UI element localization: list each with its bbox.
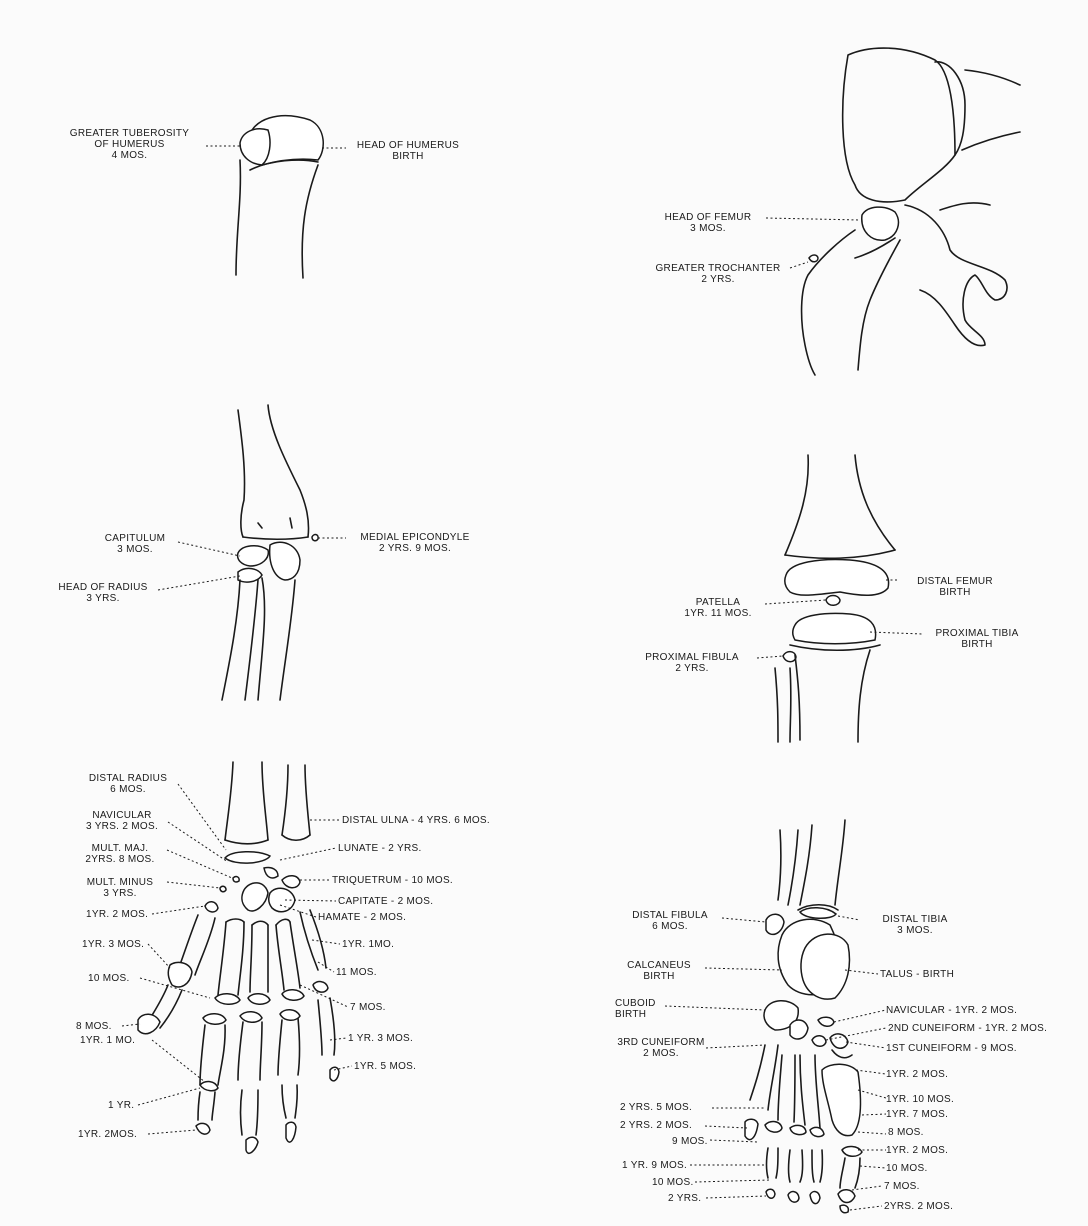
mult-minus-label: MULT. MINUS 3 YRS. bbox=[72, 877, 168, 899]
cuneiform1-label: 1ST CUNEIFORM - 9 MOS. bbox=[886, 1043, 1017, 1054]
hand-8mos-label: 8 MOS. bbox=[76, 1021, 112, 1032]
navicular-hand-label: NAVICULAR 3 YRS. 2 MOS. bbox=[72, 810, 172, 832]
foot-r-1yr2mos-b-label: 1YR. 2 MOS. bbox=[886, 1145, 948, 1156]
hand-1yr-label: 1 YR. bbox=[108, 1100, 134, 1111]
cuneiform3-label: 3RD CUNEIFORM 2 MOS. bbox=[614, 1037, 708, 1059]
foot-r-1yr10mos-label: 1YR. 10 MOS. bbox=[886, 1094, 954, 1105]
proximal-tibia-label: PROXIMAL TIBIA BIRTH bbox=[922, 628, 1032, 650]
navicular-foot-label: NAVICULAR - 1YR. 2 MOS. bbox=[886, 1005, 1017, 1016]
foot-1yr9mos-label: 1 YR. 9 MOS. bbox=[622, 1160, 687, 1171]
knee-drawing bbox=[775, 455, 895, 742]
foot-r-7mos-label: 7 MOS. bbox=[884, 1181, 920, 1192]
hand-r-1yr1mo-label: 1YR. 1MO. bbox=[342, 939, 394, 950]
foot-r-1yr7mos-label: 1YR. 7 MOS. bbox=[886, 1109, 948, 1120]
cuneiform2-label: 2ND CUNEIFORM - 1YR. 2 MOS. bbox=[888, 1023, 1047, 1034]
foot-r-2yrs2mos-label: 2YRS. 2 MOS. bbox=[884, 1201, 953, 1212]
hand-1yr2mos-b-label: 1YR. 2MOS. bbox=[78, 1129, 137, 1140]
hand-r-1yr3mos-label: 1 YR. 3 MOS. bbox=[348, 1033, 413, 1044]
greater-trochanter-label: GREATER TROCHANTER 2 YRS. bbox=[643, 263, 793, 285]
capitate-label: CAPITATE - 2 MOS. bbox=[338, 896, 433, 907]
patella-label: PATELLA 1YR. 11 MOS. bbox=[670, 597, 766, 619]
hand-1yr3mos-label: 1YR. 3 MOS. bbox=[82, 939, 144, 950]
proximal-fibula-label: PROXIMAL FIBULA 2 YRS. bbox=[628, 652, 756, 674]
femur-hip-drawing bbox=[802, 48, 1020, 375]
capitulum-label: CAPITULUM 3 MOS. bbox=[90, 533, 180, 555]
foot-2yrs2mos-label: 2 YRS. 2 MOS. bbox=[620, 1120, 692, 1131]
hamate-label: HAMATE - 2 MOS. bbox=[318, 912, 406, 923]
hand-1yr1mo-label: 1YR. 1 MO. bbox=[80, 1035, 135, 1046]
foot-9mos-label: 9 MOS. bbox=[672, 1136, 708, 1147]
triquetrum-label: TRIQUETRUM - 10 MOS. bbox=[332, 875, 453, 886]
elbow-drawing bbox=[222, 405, 318, 700]
foot-2yrs5mos-label: 2 YRS. 5 MOS. bbox=[620, 1102, 692, 1113]
distal-tibia-label: DISTAL TIBIA 3 MOS. bbox=[860, 914, 970, 936]
distal-ulna-label: DISTAL ULNA - 4 YRS. 6 MOS. bbox=[342, 815, 490, 826]
hand-r-11mos-label: 11 MOS. bbox=[336, 967, 377, 978]
mult-maj-label: MULT. MAJ. 2YRS. 8 MOS. bbox=[72, 843, 168, 865]
greater-tuberosity-label: GREATER TUBEROSITY OF HUMERUS 4 MOS. bbox=[52, 128, 207, 161]
foot-10mos-label: 10 MOS. bbox=[652, 1177, 694, 1188]
humerus-drawing bbox=[236, 116, 323, 278]
medial-epicondyle-label: MEDIAL EPICONDYLE 2 YRS. 9 MOS. bbox=[345, 532, 485, 554]
head-radius-label: HEAD OF RADIUS 3 YRS. bbox=[48, 582, 158, 604]
foot-drawing bbox=[745, 820, 862, 1213]
hand-10mos-label: 10 MOS. bbox=[88, 973, 130, 984]
lunate-label: LUNATE - 2 YRS. bbox=[338, 843, 422, 854]
head-femur-label: HEAD OF FEMUR 3 MOS. bbox=[652, 212, 764, 234]
foot-2yrs-label: 2 YRS. bbox=[668, 1193, 701, 1204]
head-humerus-label: HEAD OF HUMERUS BIRTH bbox=[348, 140, 468, 162]
calcaneus-label: CALCANEUS BIRTH bbox=[612, 960, 706, 982]
hand-r-1yr5mos-label: 1YR. 5 MOS. bbox=[354, 1061, 416, 1072]
distal-femur-label: DISTAL FEMUR BIRTH bbox=[900, 576, 1010, 598]
foot-r-10mos-label: 10 MOS. bbox=[886, 1163, 928, 1174]
hand-r-7mos-label: 7 MOS. bbox=[350, 1002, 386, 1013]
cuboid-label: CUBOID BIRTH bbox=[615, 998, 656, 1020]
talus-label: TALUS - BIRTH bbox=[880, 969, 954, 980]
distal-radius-label: DISTAL RADIUS 6 MOS. bbox=[78, 773, 178, 795]
foot-r-8mos-label: 8 MOS. bbox=[888, 1127, 924, 1138]
hand-1yr2mos-label: 1YR. 2 MOS. bbox=[86, 909, 148, 920]
foot-r-1yr2mos-label: 1YR. 2 MOS. bbox=[886, 1069, 948, 1080]
distal-fibula-label: DISTAL FIBULA 6 MOS. bbox=[618, 910, 722, 932]
